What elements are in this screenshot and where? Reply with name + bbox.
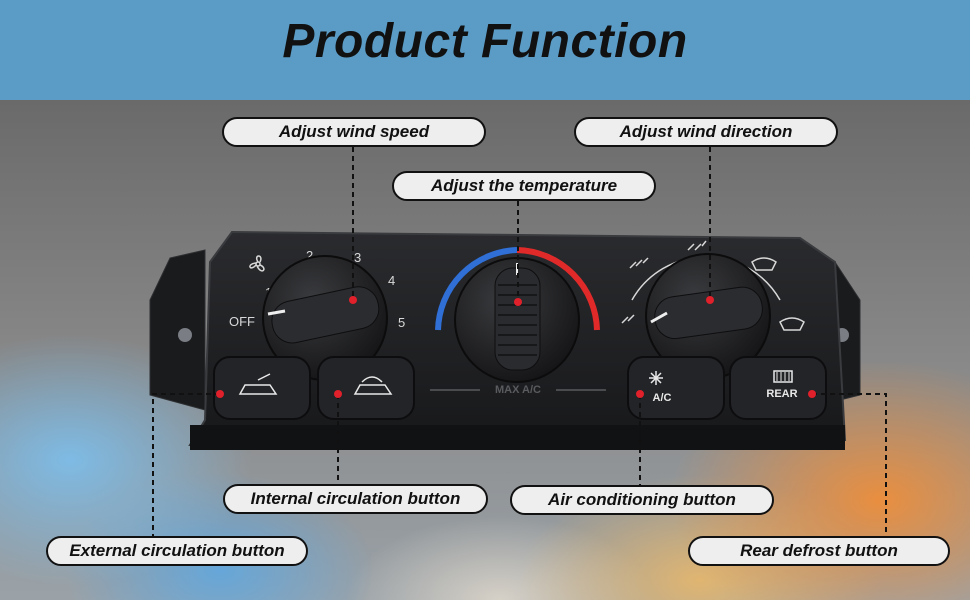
callout-internal-circulation: Internal circulation button [223, 484, 488, 514]
callout-wind-speed: Adjust wind speed [222, 117, 486, 147]
temp-cold-arc [435, 247, 518, 331]
left-mount-hole [178, 328, 192, 342]
fan-speed-3: 3 [354, 250, 361, 265]
callout-leaders [152, 147, 887, 536]
recirculation-icon [353, 384, 393, 395]
fan-speed-4: 4 [388, 273, 395, 288]
rear-button-label: REAR [766, 388, 797, 400]
panel-base [190, 425, 845, 450]
left-bracket [149, 249, 206, 411]
fan-speed-5: 5 [398, 315, 405, 330]
direction-knob-pointer [650, 311, 668, 324]
snowflake-icon [649, 371, 663, 385]
wind-direction-knob[interactable] [645, 253, 771, 379]
fan-knob-pointer [267, 309, 286, 316]
page-title: Product Function [282, 15, 688, 68]
vent-icon [621, 240, 707, 324]
fresh-air-icon [238, 384, 278, 395]
callout-temperature: Adjust the temperature [392, 171, 656, 201]
ac-button-label: A/C [653, 392, 672, 404]
defrost-icon [751, 257, 805, 331]
fan-speed-off: OFF [229, 314, 255, 329]
callout-external-circulation: External circulation button [46, 536, 308, 566]
callout-air-conditioning: Air conditioning button [510, 485, 774, 515]
rear-defrost-button[interactable]: REAR [729, 356, 827, 420]
external-circulation-button[interactable] [213, 356, 311, 420]
marker-dots [216, 296, 816, 398]
fan-speed-2: 2 [306, 248, 313, 263]
temp-hot-arc [516, 247, 600, 331]
rear-defrost-icon [773, 370, 793, 383]
air-conditioning-button[interactable]: A/C [627, 356, 725, 420]
fan-icon [249, 255, 265, 272]
internal-circulation-button[interactable] [317, 356, 415, 420]
temperature-knob[interactable] [454, 257, 580, 383]
callout-wind-direction: Adjust wind direction [574, 117, 838, 147]
title-banner: Product Function [0, 0, 970, 100]
callout-rear-defrost: Rear defrost button [688, 536, 950, 566]
max-ac-label: MAX A/C [495, 384, 541, 396]
